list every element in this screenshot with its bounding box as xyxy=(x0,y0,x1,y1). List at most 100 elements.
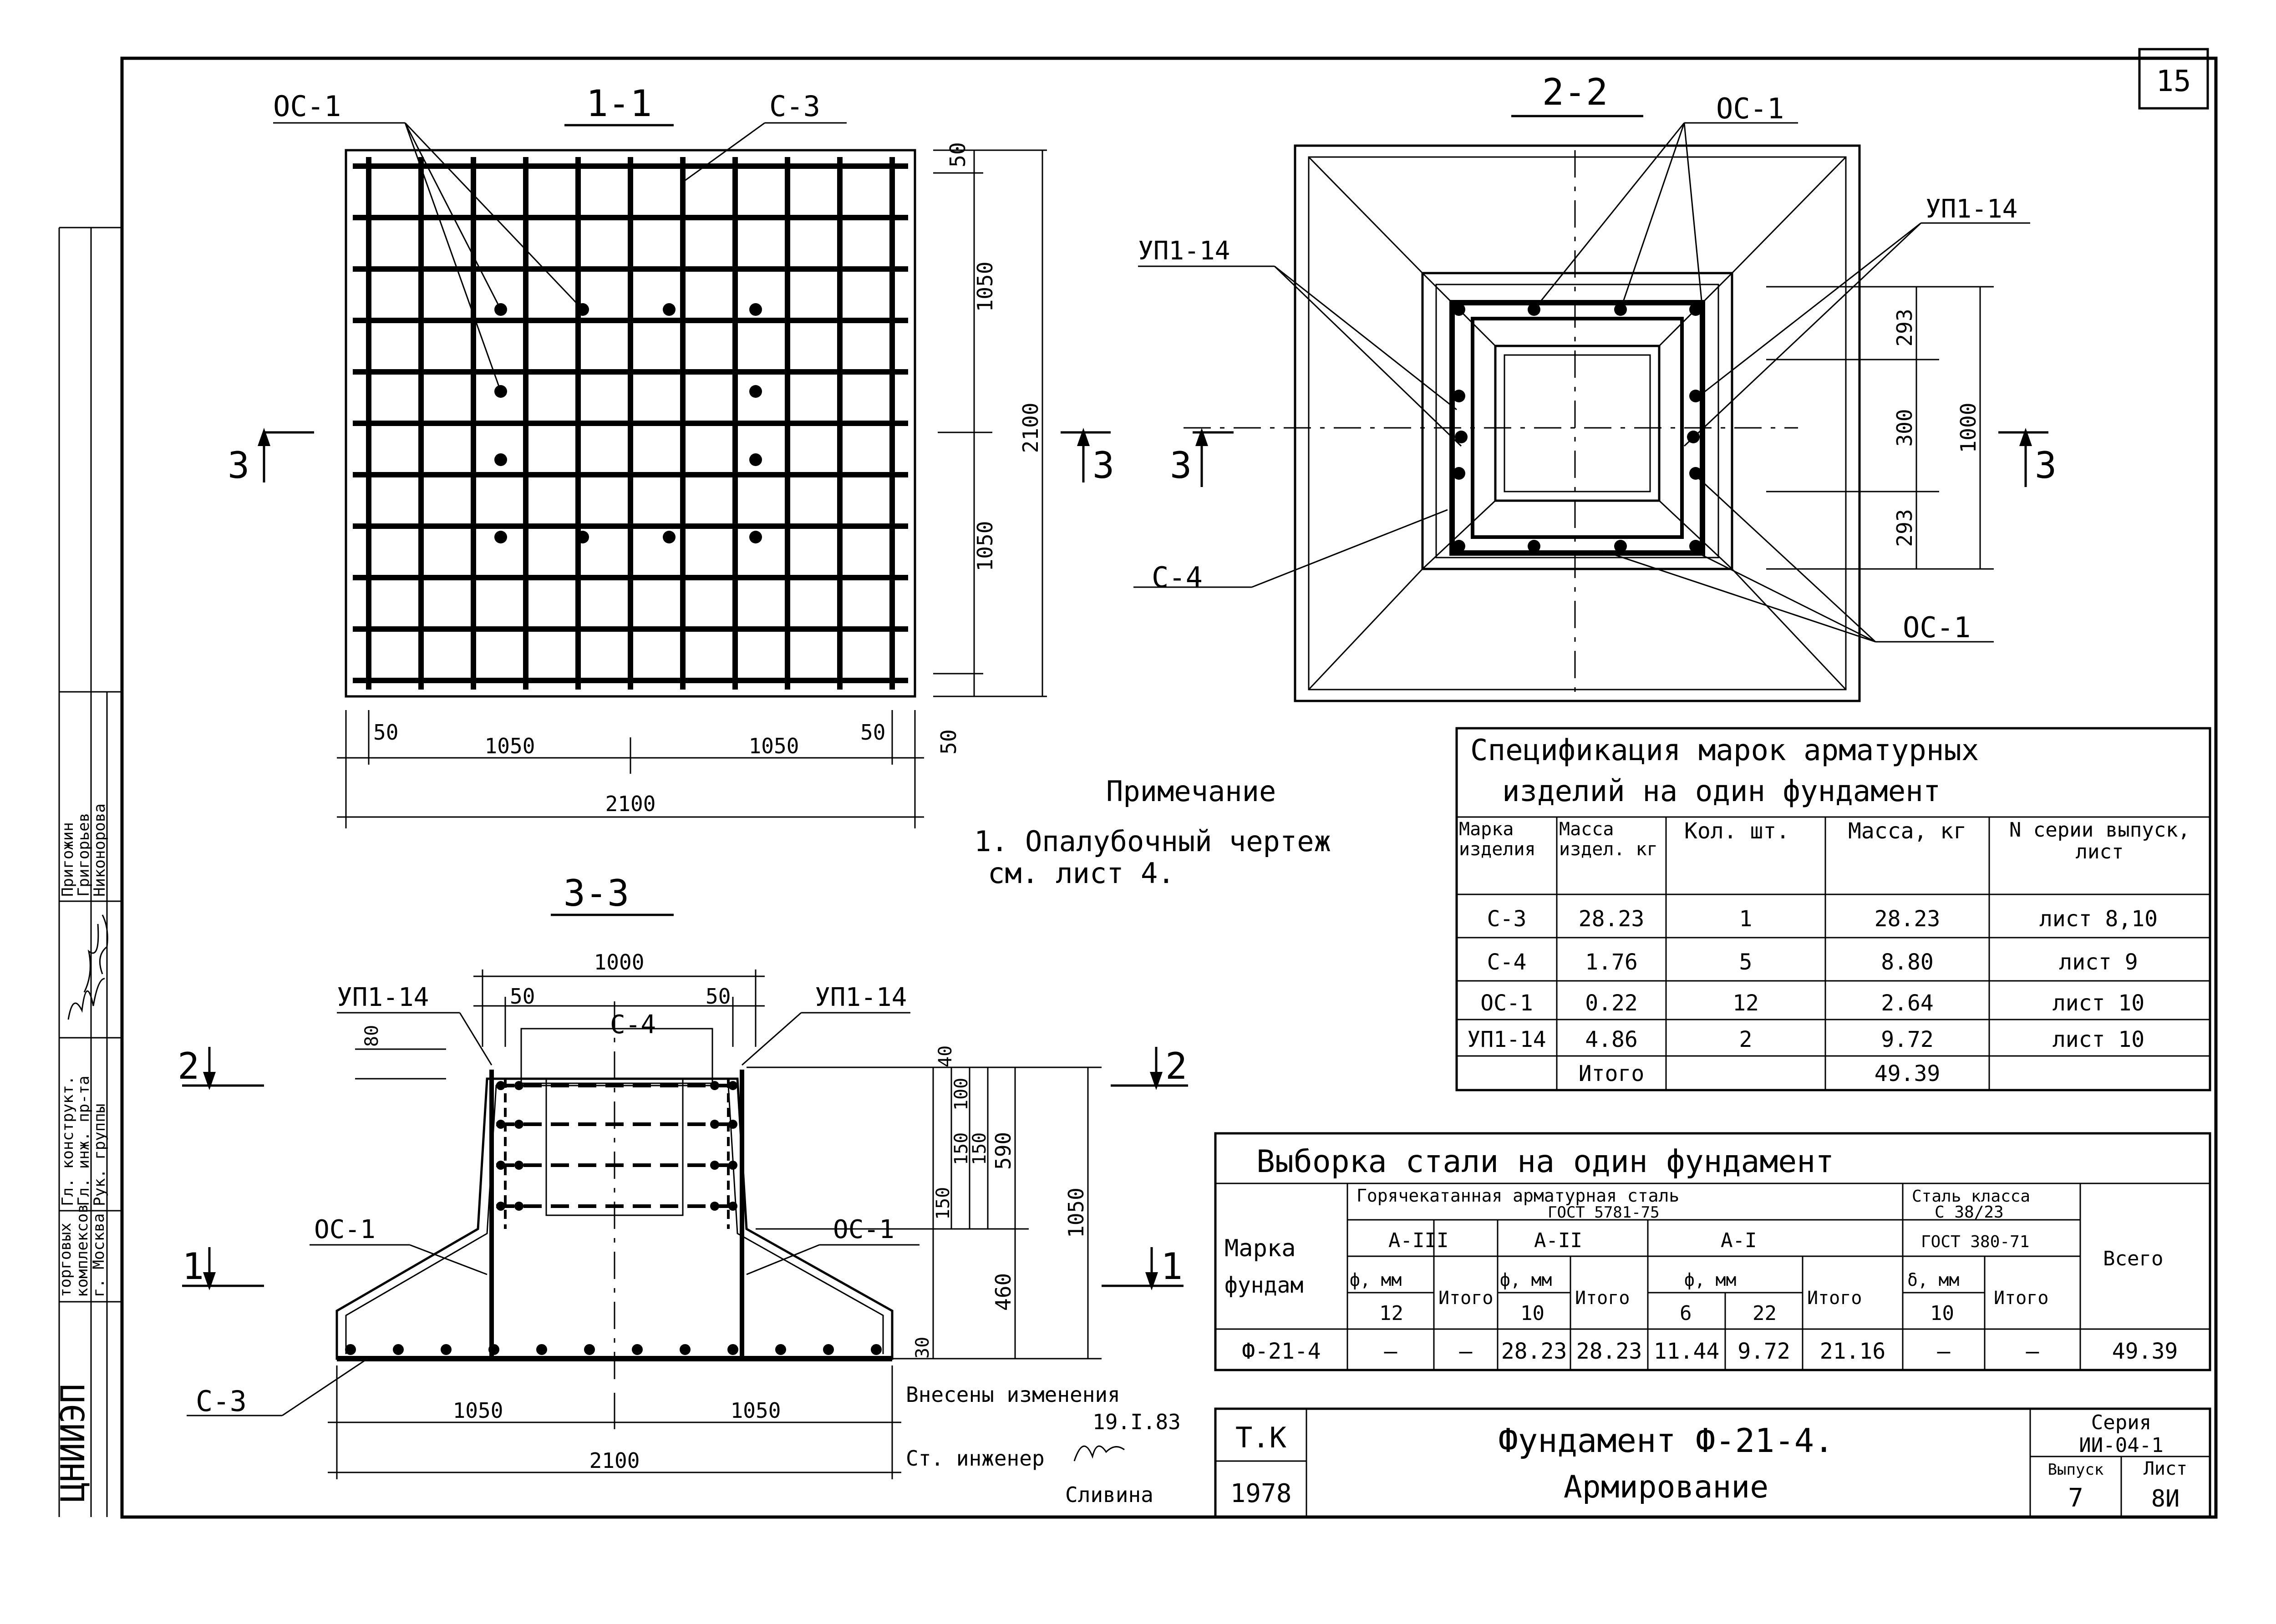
steel-h-phi-a3: ф, мм xyxy=(1350,1270,1402,1290)
section-1-title: 1-1 xyxy=(586,82,652,125)
spec-cell: 49.39 xyxy=(1875,1061,1941,1086)
tb-tk: Т.К xyxy=(1235,1421,1287,1454)
dim-100: 100 xyxy=(951,1078,972,1111)
changes-note: Внесены изменения 19.I.83 Ст. инженер Сл… xyxy=(906,1382,1181,1507)
dim-293-bottom: 293 xyxy=(1892,509,1917,547)
engineer-signature xyxy=(1073,1445,1125,1462)
tb-sheet-value: 8И xyxy=(2151,1485,2180,1512)
dim-left-50: 50 xyxy=(373,720,398,745)
spec-cell: 12 xyxy=(1732,990,1759,1016)
c3-bar-dot xyxy=(488,1344,499,1355)
cage-dot xyxy=(496,1081,505,1090)
spec-cell: ОС-1 xyxy=(1480,990,1533,1016)
oc1-bar xyxy=(1689,467,1702,480)
steel-h-hot: Горячекатанная арматурная сталь xyxy=(1356,1186,1679,1206)
c3-bar-dot xyxy=(345,1344,356,1355)
cage-dot xyxy=(728,1081,737,1090)
tb-title-2: Армирование xyxy=(1564,1469,1768,1505)
section-2-2: 2-2 ОС-1 УП1-14 УП1-14 С-4 xyxy=(1133,71,2057,702)
cage-dot xyxy=(514,1081,523,1090)
dim-590: 590 xyxy=(991,1132,1016,1170)
tb-issue-label: Выпуск xyxy=(2048,1461,2104,1479)
footing-profile xyxy=(335,1077,894,1360)
steel-cell: 11.44 xyxy=(1654,1339,1720,1364)
spec-table: Спецификация марок арматурных изделий на… xyxy=(1455,727,2211,1091)
c3-bar-dot xyxy=(871,1344,882,1355)
spec-cell: 1 xyxy=(1739,906,1753,932)
sheet-number: 15 xyxy=(2156,65,2191,98)
side-stamp: ЦНИИЭП торговых комплексов г. Москва Гл.… xyxy=(54,227,123,1517)
cut-3-left: 3 xyxy=(228,444,249,487)
slab-outline xyxy=(345,149,916,698)
spec-h-unit-mass: Масса издел. кг xyxy=(1559,819,1658,860)
c3-bar-dot xyxy=(632,1344,643,1355)
steel-h-a2: А-II xyxy=(1534,1229,1582,1252)
sheet-number-box xyxy=(2138,48,2209,110)
footing-outline-outer xyxy=(1294,144,1861,702)
stamp-role2: Гл. инж. пр-та xyxy=(75,1076,93,1206)
dim-50-left-33: 50 xyxy=(510,984,535,1009)
label-oc1-top: ОС-1 xyxy=(1716,92,1784,125)
oc1-bar xyxy=(663,303,676,316)
section-2-title: 2-2 xyxy=(1542,71,1608,113)
cut-3-right-22: 3 xyxy=(2035,444,2057,487)
spec-cell: С-3 xyxy=(1487,906,1527,932)
cut-1-right: 1 xyxy=(1161,1245,1183,1288)
oc1-bar xyxy=(1455,431,1468,443)
cage-dot xyxy=(710,1081,719,1090)
cage-dot xyxy=(728,1120,737,1129)
c3-bar-dots xyxy=(345,1344,882,1355)
spec-h-mass: Масса, кг xyxy=(1848,819,1967,844)
c4-nets xyxy=(545,1078,684,1216)
oc1-bar xyxy=(576,531,589,543)
spec-cell: 8.80 xyxy=(1881,949,1934,975)
steel-cell: 28.23 xyxy=(1576,1339,1642,1364)
oc1-bar xyxy=(749,531,762,543)
signature-3 xyxy=(99,914,108,974)
dim-150a: 150 xyxy=(951,1132,972,1165)
steel-d-22: 22 xyxy=(1753,1302,1777,1325)
steel-d-12: 12 xyxy=(1379,1302,1403,1325)
note-line1: 1. Опалубочный чертеж xyxy=(974,825,1331,858)
dim-bottom-right-33: 1050 xyxy=(731,1398,781,1423)
oc1-bar xyxy=(749,385,762,398)
dim-1050-33: 1050 xyxy=(1064,1188,1088,1238)
steel-h-total: Всего xyxy=(2103,1247,2163,1270)
c3-bar-dot xyxy=(680,1344,691,1355)
steel-cell: — xyxy=(2026,1339,2039,1364)
steel-h-phi-a1: ф, мм xyxy=(1684,1270,1736,1290)
spec-cell: 5 xyxy=(1739,949,1753,975)
pedestal-outline xyxy=(1421,272,1733,570)
spec-cell: лист 8,10 xyxy=(2039,906,2158,932)
dim-bottom-total-33: 2100 xyxy=(589,1448,640,1473)
spec-h-qty: Кол. шт. xyxy=(1684,819,1790,844)
cut-1-left: 1 xyxy=(182,1245,204,1288)
steel-h-itogo-1: Итого xyxy=(1438,1288,1493,1309)
tb-series-label: Серия xyxy=(2091,1411,2151,1434)
oc1-bar xyxy=(1689,540,1702,553)
c3-bar-dot xyxy=(727,1344,738,1355)
oc1-bar xyxy=(494,453,507,466)
signature-2 xyxy=(83,924,99,993)
dim-30: 30 xyxy=(912,1337,933,1359)
tb-series-value: ИИ-04-1 xyxy=(2079,1434,2163,1457)
steel-cell: 9.72 xyxy=(1737,1339,1790,1364)
label-oc1: ОС-1 xyxy=(273,90,341,123)
steel-h-a3: А-III xyxy=(1388,1229,1448,1252)
oc1-bar xyxy=(749,303,762,316)
spec-h-series: N серии выпуск, лист xyxy=(2009,819,2190,864)
oc1-bar xyxy=(1453,390,1465,402)
steel-h-delta: δ, мм xyxy=(1907,1270,1959,1290)
c3-bar-dot xyxy=(536,1344,547,1355)
dim-80: 80 xyxy=(361,1025,382,1047)
rebar-cage-section xyxy=(489,1070,744,1359)
dim-300: 300 xyxy=(1892,409,1917,447)
steel-h-mark-1: Марка xyxy=(1224,1235,1296,1262)
spec-title-1: Спецификация марок арматурных xyxy=(1470,734,1979,767)
stamp-name3: Никонорова xyxy=(91,803,109,897)
steel-d-6: 6 xyxy=(1680,1302,1692,1325)
dim-150c: 150 xyxy=(969,1132,990,1165)
note-line2: см. лист 4. xyxy=(988,857,1175,890)
